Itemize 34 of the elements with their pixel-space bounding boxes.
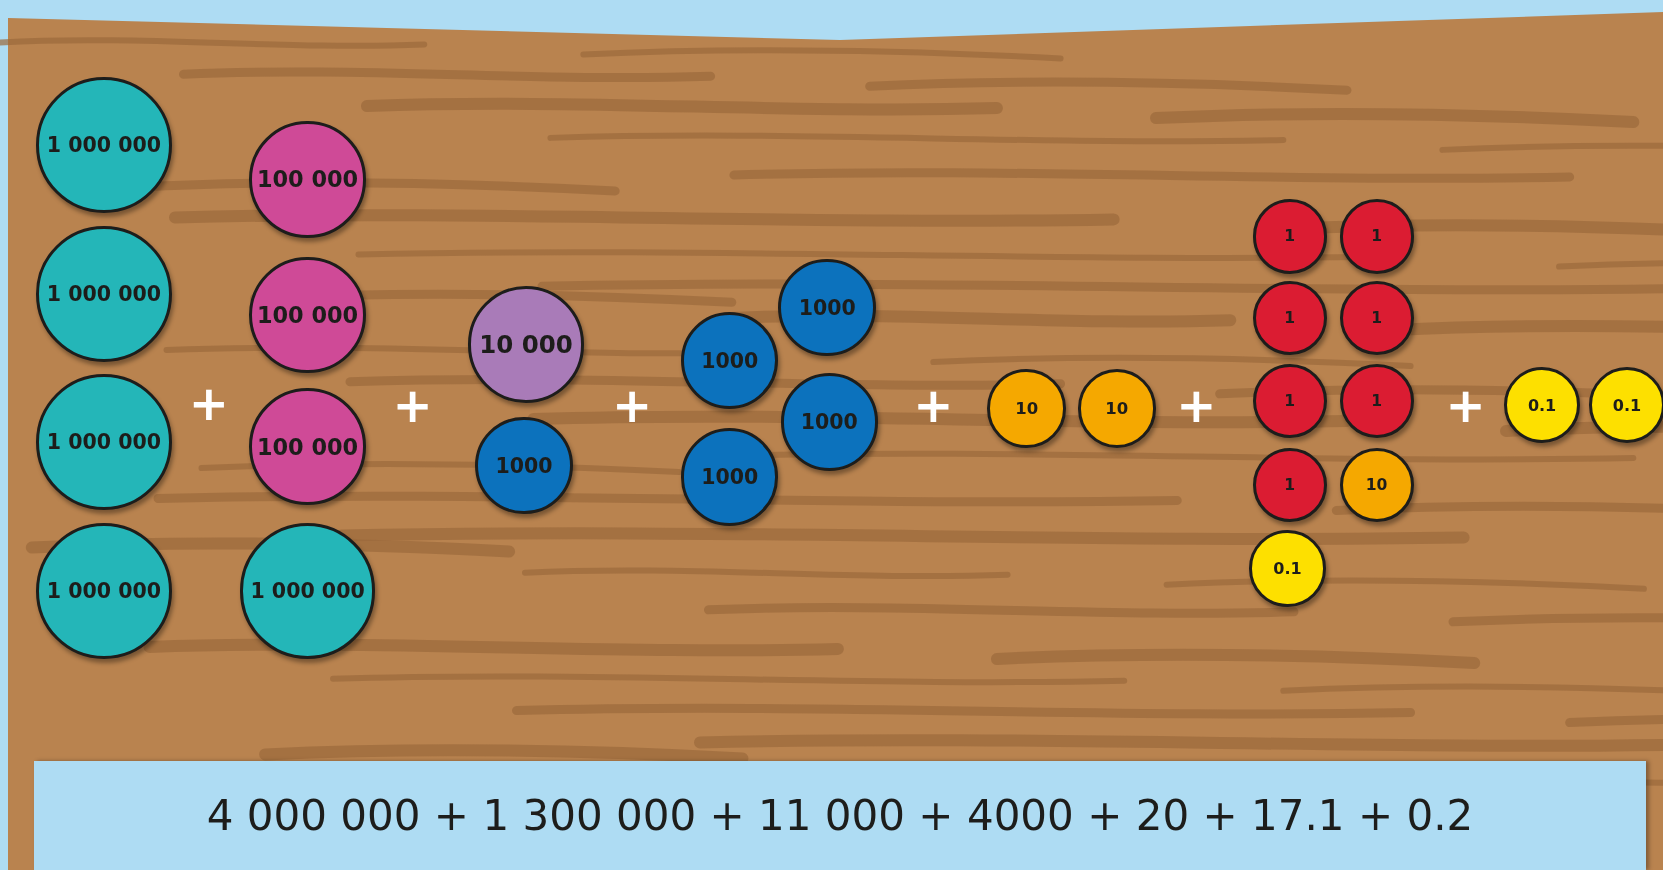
counter-value: 1000: [701, 465, 759, 490]
counter-value: 10: [1365, 475, 1388, 494]
counter-value: 1: [1284, 391, 1296, 410]
counter-value: 1000: [798, 295, 856, 320]
counter-value: 10 000: [479, 330, 573, 360]
plus-sign: +: [612, 381, 653, 430]
counter-value: 1: [1371, 309, 1383, 328]
plus-sign: +: [392, 381, 433, 430]
counter-value: 1000: [800, 410, 858, 435]
counter-value: 0.1: [1612, 395, 1642, 415]
counter-value: 1 000 000: [46, 133, 162, 158]
counter-value: 1: [1371, 391, 1383, 410]
plus-sign: +: [188, 379, 230, 427]
plus-sign: +: [913, 381, 954, 430]
counter-value: 1: [1284, 227, 1296, 246]
counter-value: 1: [1371, 227, 1383, 246]
counter-value: 1 000 000: [46, 578, 162, 603]
counter-value: 0.1: [1527, 395, 1557, 415]
counter-value: 1 000 000: [46, 430, 162, 455]
counter-value: 10: [1105, 398, 1129, 418]
counter-value: 100 000: [256, 166, 359, 193]
counter-value: 1 000 000: [250, 578, 365, 603]
counter-value: 0.1: [1273, 558, 1302, 578]
plus-sign: +: [1445, 381, 1486, 430]
counter-value: 1: [1284, 475, 1296, 494]
equation-text: 4 000 000 + 1 300 000 + 11 000 + 4000 + 20 + 17.1 + 0.2: [206, 791, 1474, 840]
counter-value: 1 000 000: [46, 281, 162, 306]
counter-value: 1000: [701, 348, 759, 373]
counter-value: 10: [1015, 398, 1039, 418]
counter-value: 1000: [495, 453, 553, 478]
counter-value: 1: [1284, 309, 1296, 328]
counter-value: 100 000: [256, 433, 359, 460]
counter-value: 100 000: [256, 302, 359, 328]
plus-sign: +: [1176, 381, 1217, 430]
